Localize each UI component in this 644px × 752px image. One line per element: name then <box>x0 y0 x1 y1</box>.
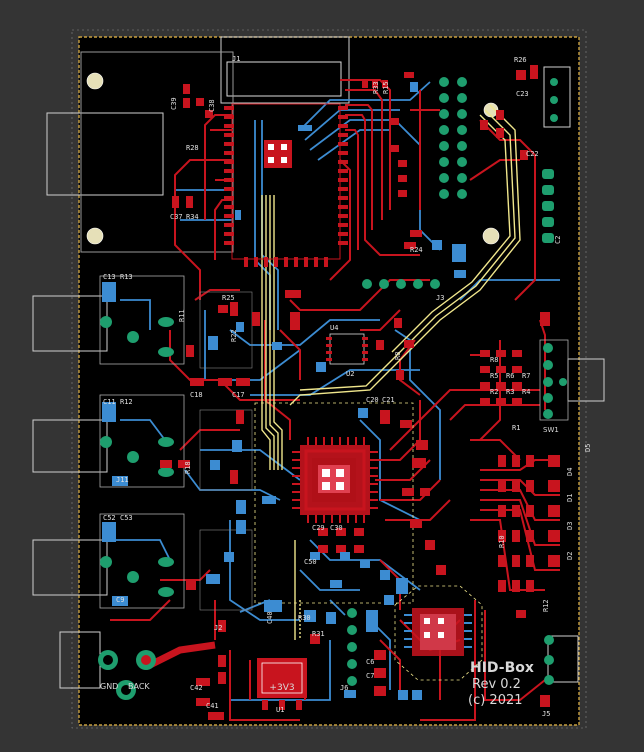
jack-label-back: BACK <box>128 682 150 691</box>
refdes-label: C42 <box>190 684 203 692</box>
refdes-label: R12 <box>120 398 133 406</box>
jack-sub-footprints <box>199 291 253 611</box>
audio-jack-3[interactable] <box>99 513 185 609</box>
refdes-label: C50 <box>304 558 317 566</box>
refdes-label: R8 <box>490 356 498 364</box>
refdes-label: C9 <box>116 596 124 604</box>
audio-jack-2[interactable] <box>99 394 185 488</box>
refdes-label: C40 <box>266 611 274 624</box>
zone-outlines <box>254 402 483 681</box>
refdes-label: R33 <box>372 81 380 94</box>
refdes-label: R5 <box>490 372 498 380</box>
header-1x5-right[interactable] <box>542 169 554 243</box>
board-logo-revision: Rev 0.2 <box>472 677 521 692</box>
mounting-holes <box>86 72 500 245</box>
refdes-label: R13 <box>120 273 133 281</box>
refdes-label: C17 <box>232 391 245 399</box>
ldo-label: +3V3 <box>269 683 294 693</box>
refdes-label: R11 <box>178 309 186 322</box>
header-1x5-bottom[interactable] <box>347 608 357 686</box>
audio-jack-1[interactable] <box>99 275 185 365</box>
refdes-label: C20 <box>366 396 379 404</box>
refdes-label: U4 <box>330 324 338 332</box>
refdes-label: C2 <box>554 236 562 244</box>
refdes-label: J5 <box>542 710 550 718</box>
board-logo-title: HID-Box <box>470 660 534 676</box>
smd-components-bottom <box>112 82 466 700</box>
refdes-label: C23 <box>516 90 529 98</box>
refdes-label: R12 <box>542 599 550 612</box>
refdes-label: R30 <box>298 614 311 622</box>
refdes-label: C29 <box>312 524 325 532</box>
jack-label-gnd: GND <box>100 682 118 691</box>
refdes-label: J2 <box>214 624 222 632</box>
refdes-label: D2 <box>566 552 574 560</box>
refdes-label: C11 <box>103 398 116 406</box>
highlighted-traces <box>261 104 521 640</box>
refdes-label: U1 <box>276 706 284 714</box>
bottom-right-connector[interactable] <box>544 635 554 685</box>
refdes-label: C39 <box>170 97 178 110</box>
refdes-label: C38 <box>208 99 216 112</box>
refdes-label: R6 <box>506 372 514 380</box>
refdes-label: C6 <box>366 658 374 666</box>
led-resistor-array[interactable] <box>480 350 560 592</box>
refdes-label: C22 <box>526 150 539 158</box>
refdes-label: J1 <box>232 55 240 63</box>
selection-box <box>71 29 587 729</box>
refdes-label: D4 <box>566 468 574 476</box>
refdes-label: C41 <box>206 702 219 710</box>
refdes-label: R3 <box>506 388 514 396</box>
refdes-label: R25 <box>222 294 235 302</box>
refdes-label: R10 <box>498 535 506 548</box>
refdes-label: C52 <box>103 514 116 522</box>
refdes-label: C53 <box>120 514 133 522</box>
power-jack[interactable] <box>98 650 156 700</box>
header-2x8[interactable] <box>439 77 467 199</box>
refdes-label: R15 <box>382 81 390 94</box>
switch-label: SW1 <box>543 426 559 434</box>
refdes-label: R4 <box>522 388 530 396</box>
secondary-ic-qfp[interactable] <box>404 608 472 656</box>
refdes-label: R1 <box>512 424 520 432</box>
refdes-label: C21 <box>382 396 395 404</box>
audio-ic-u2[interactable] <box>326 333 368 365</box>
main-mcu-qfp[interactable] <box>292 437 378 523</box>
refdes-label: R7 <box>522 372 530 380</box>
refdes-label: C13 <box>103 273 116 281</box>
refdes-label: R2 <box>490 388 498 396</box>
refdes-label: C30 <box>330 524 343 532</box>
top-right-connector[interactable] <box>550 78 558 122</box>
refdes-label: R22 <box>230 329 238 342</box>
refdes-label: R34 <box>186 213 199 221</box>
refdes-label: R31 <box>312 630 325 638</box>
refdes-label: R28 <box>186 144 199 152</box>
smd-components-top <box>160 65 550 720</box>
refdes-label: D3 <box>566 522 574 530</box>
refdes-label: R24 <box>410 246 423 254</box>
refdes-label: C37 <box>170 213 183 221</box>
refdes-labels: J1 C39 R28 C38 C37 R34 R33 R15 R24 R26 C… <box>103 55 592 718</box>
refdes-label: U2 <box>346 370 354 378</box>
refdes-label: J3 <box>436 294 444 302</box>
refdes-label: J6 <box>340 684 348 692</box>
header-1x6-mid[interactable] <box>362 279 440 289</box>
board-logo-copyright: (c) 2021 <box>468 693 523 708</box>
refdes-label: J11 <box>116 476 129 484</box>
ldo-regulator[interactable]: +3V3 <box>257 658 307 710</box>
refdes-label: D1 <box>566 494 574 502</box>
refdes-label: C18 <box>190 391 203 399</box>
refdes-label: R8 <box>394 352 402 360</box>
refdes-label: C7 <box>366 672 374 680</box>
refdes-label: R18 <box>184 461 192 474</box>
refdes-label: R26 <box>514 56 527 64</box>
esp32-module[interactable] <box>224 103 348 267</box>
refdes-label: D5 <box>584 444 592 452</box>
switch-sw1[interactable] <box>539 339 569 421</box>
top-copper-traces <box>110 79 560 721</box>
